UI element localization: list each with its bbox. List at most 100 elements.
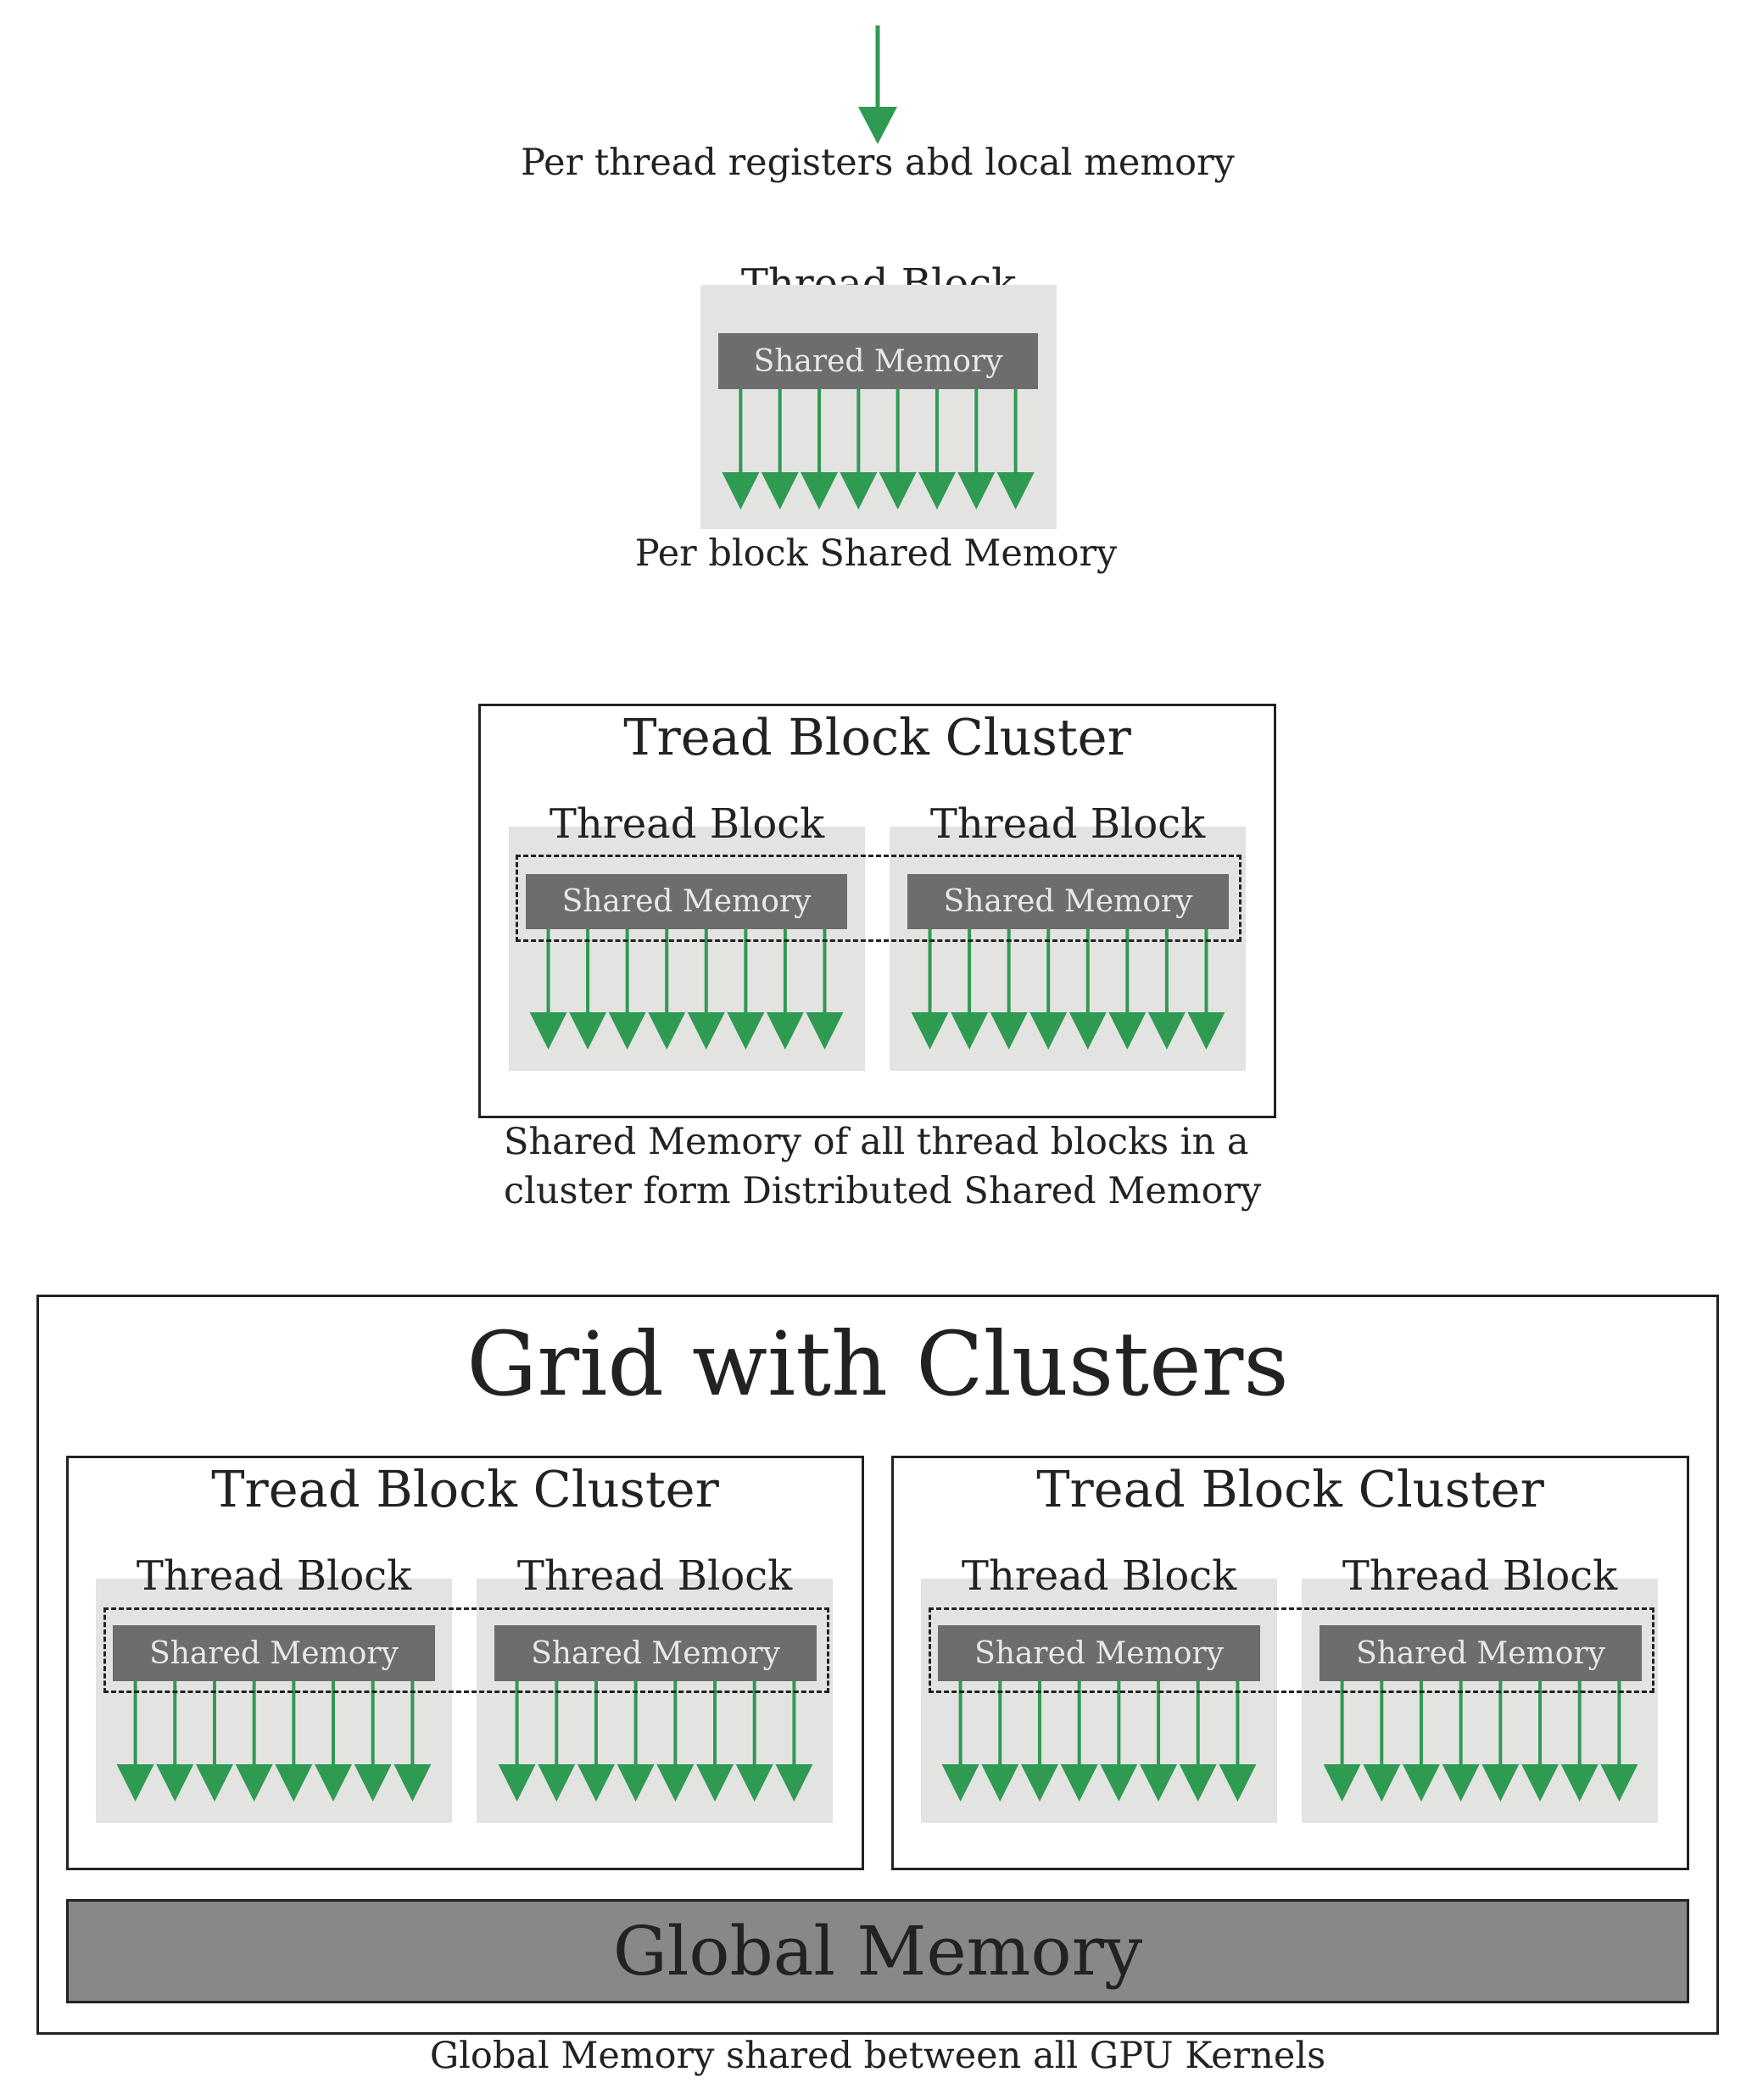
cluster-title: Tread Block Cluster xyxy=(211,1460,719,1518)
global-memory: Global Memory xyxy=(66,1899,1689,2003)
block-caption: Per block Shared Memory xyxy=(634,532,1118,575)
thread-arrows-svg xyxy=(498,1681,813,1802)
down-arrow-icon xyxy=(498,1681,536,1802)
down-arrow-icon xyxy=(996,389,1035,510)
thread-block-cluster xyxy=(478,704,1276,1118)
down-arrow-icon xyxy=(990,929,1028,1050)
thread-arrows-svg xyxy=(722,389,1035,510)
down-arrow-icon xyxy=(1481,1681,1520,1802)
down-arrow-icon xyxy=(957,389,996,510)
down-arrow-icon xyxy=(1363,1681,1401,1802)
shared-memory: Shared Memory xyxy=(113,1625,435,1681)
thread-block-title: Thread Block xyxy=(1342,1552,1618,1600)
shared-memory: Shared Memory xyxy=(494,1625,817,1681)
down-arrow-icon xyxy=(1060,1681,1098,1802)
thread-block xyxy=(700,285,1057,529)
down-arrow-icon xyxy=(840,389,878,510)
grid-with-clusters xyxy=(36,1295,1719,2035)
thread-arrows-svg xyxy=(911,929,1225,1050)
down-arrow-icon xyxy=(1147,929,1186,1050)
down-arrow-icon xyxy=(235,1681,273,1802)
distributed-shared-memory-outline xyxy=(516,855,1241,942)
down-arrow-icon xyxy=(1560,1681,1599,1802)
down-arrow-icon xyxy=(735,1681,773,1802)
down-arrow-icon xyxy=(608,929,646,1050)
down-arrow-icon xyxy=(879,389,917,510)
down-arrow-icon xyxy=(1108,929,1147,1050)
down-arrow-icon xyxy=(981,1681,1019,1802)
down-arrow-icon xyxy=(1442,1681,1480,1802)
down-arrow-icon xyxy=(315,1681,353,1802)
down-arrow-icon xyxy=(1323,1681,1361,1802)
down-arrow-icon xyxy=(727,929,765,1050)
down-arrow-icon xyxy=(116,1681,154,1802)
down-arrow-icon xyxy=(1521,1681,1560,1802)
down-arrow-icon xyxy=(687,929,725,1050)
thread-block xyxy=(1302,1579,1658,1823)
down-arrow-icon xyxy=(156,1681,194,1802)
down-arrow-icon xyxy=(275,1681,313,1802)
down-arrow-icon xyxy=(941,1681,979,1802)
down-arrow-icon xyxy=(696,1681,734,1802)
thread-block xyxy=(509,827,865,1071)
distributed-shared-memory-outline xyxy=(103,1607,829,1693)
thread-block-cluster xyxy=(891,1456,1689,1870)
thread-block xyxy=(890,827,1246,1071)
grid-title: Grid with Clusters xyxy=(466,1312,1289,1416)
down-arrow-icon xyxy=(393,1681,432,1802)
down-arrow-icon xyxy=(911,929,949,1050)
cluster-title: Tread Block Cluster xyxy=(1036,1460,1544,1518)
down-arrow-icon xyxy=(1219,1681,1257,1802)
down-arrow-icon xyxy=(656,1681,695,1802)
down-arrow-icon xyxy=(1100,1681,1138,1802)
down-arrow-icon xyxy=(1029,929,1068,1050)
down-arrow-icon xyxy=(766,929,804,1050)
down-arrow-icon xyxy=(951,929,989,1050)
down-arrow-icon xyxy=(1402,1681,1440,1802)
down-arrow-icon xyxy=(1140,1681,1178,1802)
global-memory-label: Global Memory xyxy=(612,1912,1143,1991)
thread-arrow-icon xyxy=(858,25,897,144)
down-arrow-icon xyxy=(1187,929,1225,1050)
shared-memory: Shared Memory xyxy=(938,1625,1260,1681)
thread-block-cluster xyxy=(66,1456,864,1870)
down-arrow-icon xyxy=(722,389,760,510)
cluster-caption-line1: Shared Memory of all thread blocks in a xyxy=(504,1121,1249,1163)
down-arrow-icon xyxy=(775,1681,813,1802)
thread-arrows-svg xyxy=(1323,1681,1638,1802)
grid-caption: Global Memory shared between all GPU Ker… xyxy=(429,2035,1326,2077)
cluster-title: Tread Block Cluster xyxy=(623,708,1131,766)
thread-arrows-svg xyxy=(941,1681,1257,1802)
shared-memory: Shared Memory xyxy=(526,874,847,929)
distributed-shared-memory-outline xyxy=(929,1607,1654,1693)
thread-block xyxy=(96,1579,452,1823)
down-arrow-icon xyxy=(806,929,844,1050)
thread-caption: Per thread registers abd local memory xyxy=(521,142,1235,184)
thread-block-title: Thread Block xyxy=(961,1552,1237,1600)
thread-block-title: Thread Block xyxy=(929,800,1206,848)
cluster-caption-line2: cluster form Distributed Shared Memory xyxy=(504,1170,1262,1212)
shared-memory: Shared Memory xyxy=(718,333,1038,389)
down-arrow-icon xyxy=(195,1681,233,1802)
down-arrow-icon xyxy=(918,389,956,510)
down-arrow-icon xyxy=(569,929,607,1050)
down-arrow-icon xyxy=(577,1681,615,1802)
down-arrow-icon xyxy=(538,1681,576,1802)
down-arrow-icon xyxy=(1020,1681,1058,1802)
thread-arrows-svg xyxy=(529,929,844,1050)
shared-memory: Shared Memory xyxy=(907,874,1229,929)
down-arrow-icon xyxy=(648,929,686,1050)
down-arrow-icon xyxy=(617,1681,655,1802)
down-arrow-icon xyxy=(354,1681,392,1802)
thread-block-title: Thread Block xyxy=(549,800,825,848)
thread-arrows-svg xyxy=(116,1681,432,1802)
shared-memory: Shared Memory xyxy=(1320,1625,1642,1681)
down-arrow-icon xyxy=(1600,1681,1638,1802)
thread-block xyxy=(477,1579,833,1823)
thread-block-title: Thread Block xyxy=(516,1552,793,1600)
down-arrow-icon xyxy=(801,389,839,510)
thread-block xyxy=(921,1579,1277,1823)
down-arrow-icon xyxy=(1068,929,1107,1050)
down-arrow-icon xyxy=(1179,1681,1217,1802)
down-arrow-icon xyxy=(761,389,799,510)
